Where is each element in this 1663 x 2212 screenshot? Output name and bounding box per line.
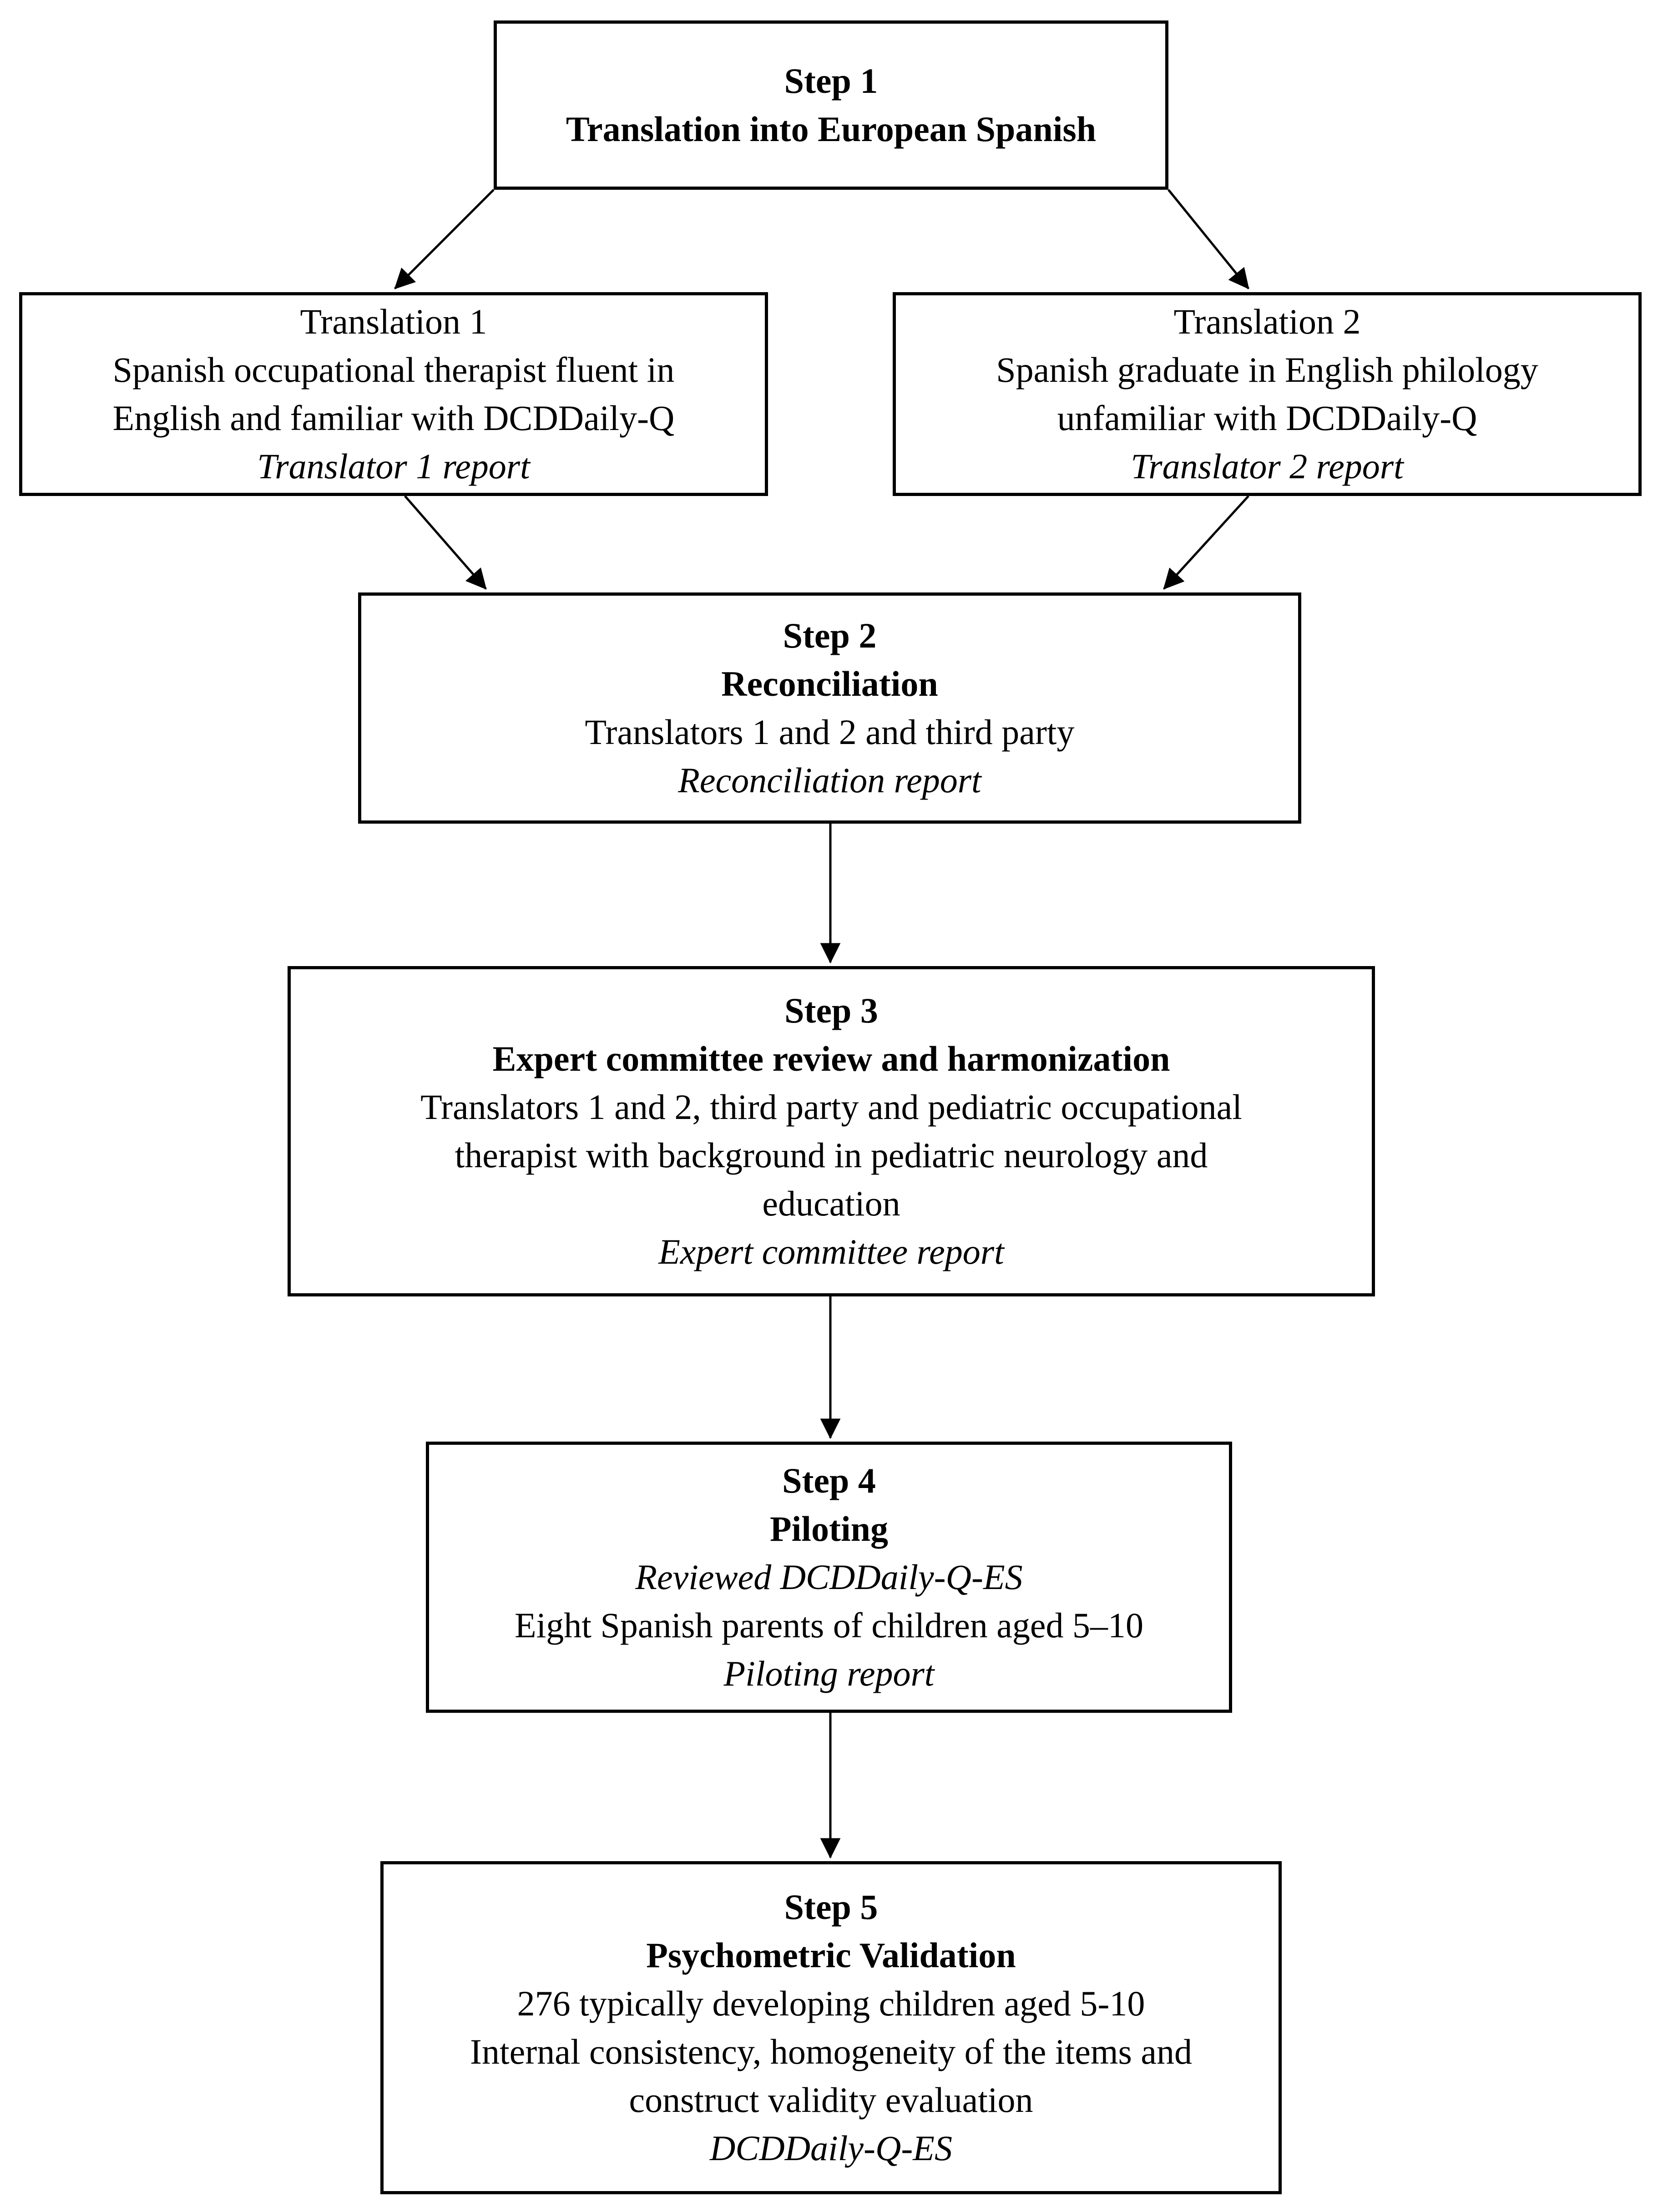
step1-box: Step 1 Translation into European Spanish: [494, 20, 1168, 190]
step4-box: Step 4 Piloting Reviewed DCDDaily-Q-ES E…: [426, 1442, 1232, 1713]
step2-box: Step 2 Reconciliation Translators 1 and …: [358, 592, 1301, 824]
step3-box: Step 3 Expert committee review and harmo…: [288, 966, 1375, 1296]
step3-body1: Translators 1 and 2, third party and ped…: [420, 1087, 1242, 1127]
step5-body1: 276 typically developing children aged 5…: [517, 1984, 1145, 2023]
step5-body2: Internal consistency, homogeneity of the…: [470, 2032, 1192, 2071]
step2-report: Reconciliation report: [678, 760, 981, 800]
translation1-body1: Spanish occupational therapist fluent in: [112, 350, 675, 390]
step3-body2: therapist with background in pediatric n…: [455, 1135, 1208, 1175]
arrow-translation2-to-step2: [1163, 495, 1249, 590]
translation1-report: Translator 1 report: [257, 446, 530, 486]
step5-report: DCDDaily-Q-ES: [710, 2128, 952, 2168]
step1-title: Step 1: [784, 61, 878, 101]
step4-report: Piloting report: [723, 1654, 935, 1693]
step4-subtitle: Piloting: [769, 1509, 888, 1549]
step3-report: Expert committee report: [658, 1232, 1004, 1271]
arrow-translation1-to-step2: [404, 495, 487, 590]
step2-title: Step 2: [783, 616, 877, 655]
translation2-heading: Translation 2: [1173, 302, 1361, 341]
translation2-body1: Spanish graduate in English philology: [996, 350, 1538, 390]
step3-title: Step 3: [784, 991, 878, 1030]
translation1-body2: English and familiar with DCDDaily-Q: [112, 398, 675, 438]
step5-box: Step 5 Psychometric Validation 276 typic…: [380, 1861, 1282, 2194]
step1-subtitle: Translation into European Spanish: [566, 109, 1097, 149]
translation1-heading: Translation 1: [300, 302, 487, 341]
arrow-step1-to-translation1: [394, 189, 495, 289]
step3-subtitle: Expert committee review and harmonizatio…: [492, 1039, 1170, 1078]
step2-subtitle: Reconciliation: [721, 664, 938, 704]
translation2-report: Translator 2 report: [1131, 446, 1404, 486]
step3-body3: education: [762, 1184, 900, 1223]
arrow-step1-to-translation2: [1168, 189, 1249, 289]
step5-body3: construct validity evaluation: [629, 2080, 1033, 2120]
step4-body1: Eight Spanish parents of children aged 5…: [514, 1605, 1144, 1645]
step2-body1: Translators 1 and 2 and third party: [585, 712, 1075, 752]
step5-title: Step 5: [784, 1887, 878, 1927]
translation2-box: Translation 2 Spanish graduate in Englis…: [893, 292, 1642, 496]
step4-reviewed: Reviewed DCDDaily-Q-ES: [635, 1557, 1023, 1597]
step5-subtitle: Psychometric Validation: [646, 1935, 1016, 1975]
step4-title: Step 4: [782, 1461, 876, 1500]
translation1-box: Translation 1 Spanish occupational thera…: [19, 292, 768, 496]
translation2-body2: unfamiliar with DCDDaily-Q: [1057, 398, 1477, 438]
